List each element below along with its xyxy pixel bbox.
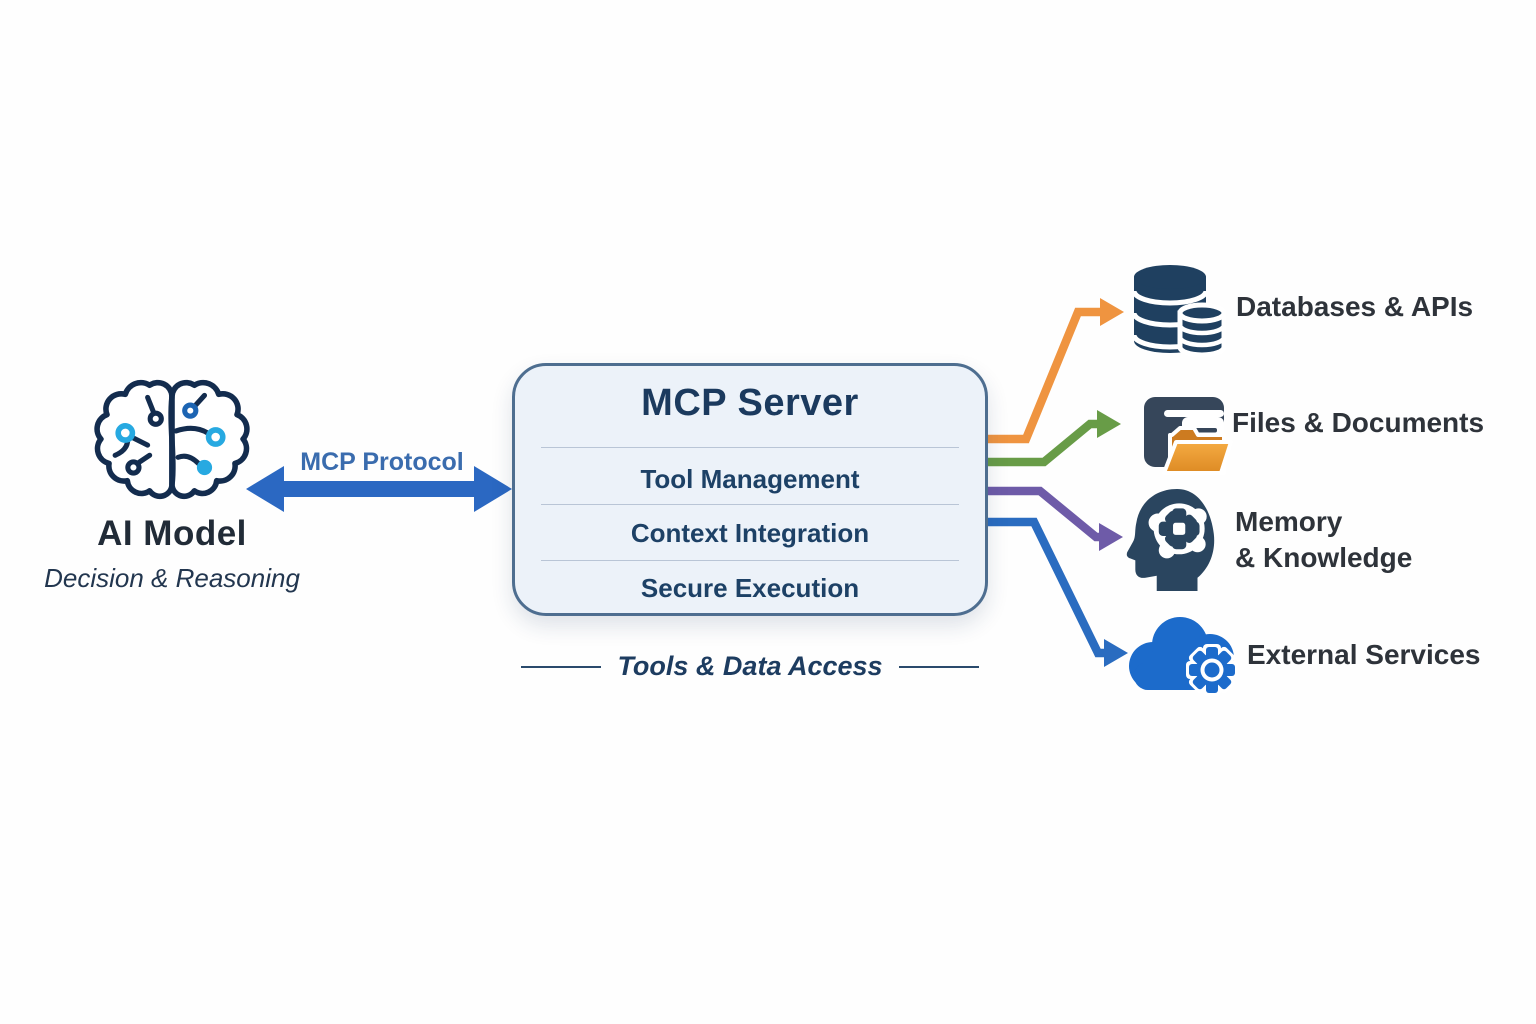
server-feature-secure-execution: Secure Execution — [640, 573, 860, 603]
label-databases-apis: Databases & APIs — [1236, 291, 1474, 322]
connector-memory-arrowhead — [1099, 523, 1123, 551]
server-divider — [541, 447, 959, 448]
brain-circuit-icon — [94, 379, 250, 500]
ai-model-title: AI Model — [97, 514, 247, 553]
connector-files-line — [988, 419, 1098, 467]
server-feature-context-integration: Context Integration — [630, 518, 870, 548]
label-files-documents: Files & Documents — [1232, 407, 1485, 438]
server-divider — [541, 504, 959, 505]
label-memory-knowledge: Memory & Knowledge — [1235, 504, 1412, 576]
mcp-server-box: MCP Server Tool Management Context Integ… — [512, 363, 988, 616]
connector-external-line — [988, 517, 1105, 658]
mcp-protocol-arrow — [246, 466, 512, 512]
connector-files-arrowhead — [1097, 410, 1121, 438]
server-divider — [541, 560, 959, 561]
connector-databases-line — [988, 307, 1102, 444]
head-gear-icon — [1126, 489, 1215, 591]
caption-line-right — [898, 665, 979, 668]
mcp-server-title: MCP Server — [641, 382, 859, 424]
cloud-gear-icon — [1129, 617, 1238, 696]
connector-external-arrowhead — [1104, 639, 1128, 667]
caption-text: Tools & Data Access — [617, 651, 883, 681]
server-feature-tool-management: Tool Management — [640, 464, 860, 494]
database-icon — [1132, 265, 1226, 358]
folder-documents-icon — [1144, 397, 1233, 475]
connector-memory-line — [988, 486, 1101, 542]
tools-data-access-caption: Tools & Data Access — [512, 651, 988, 682]
ai-model-subtitle: Decision & Reasoning — [44, 563, 300, 593]
label-external-services: External Services — [1247, 639, 1481, 670]
caption-line-left — [521, 665, 602, 668]
label-memory-line2: & Knowledge — [1235, 542, 1413, 573]
connector-databases-arrowhead — [1100, 298, 1124, 326]
label-memory-line1: Memory — [1235, 506, 1343, 537]
mcp-protocol-label: MCP Protocol — [300, 448, 464, 476]
